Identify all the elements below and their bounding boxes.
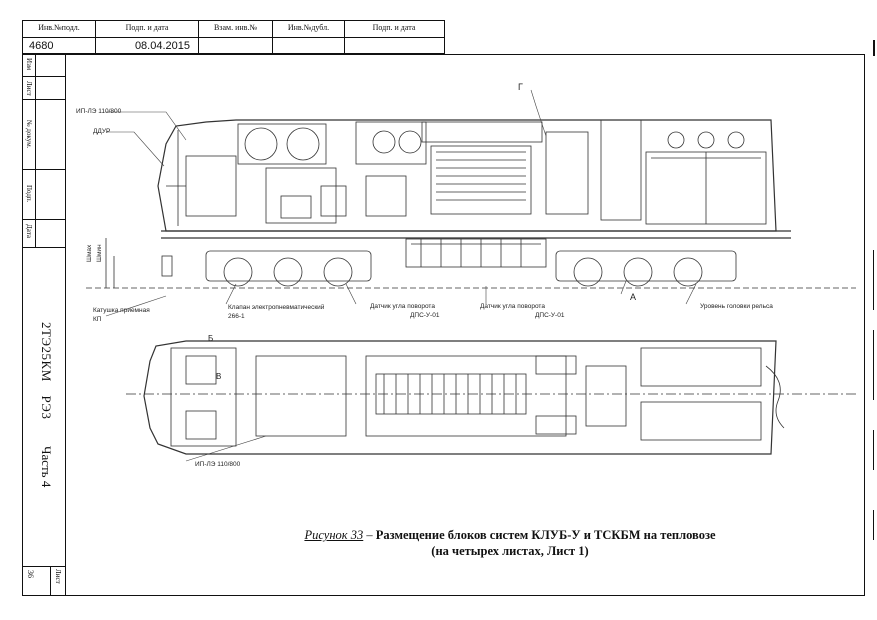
figure-ref: Рисунок 33 [304, 528, 364, 542]
sheet-label: Лист [54, 569, 62, 584]
label-klapan-1: Клапан электропневматический [228, 304, 325, 311]
caption-line-2: (на четырех листах, Лист 1) [431, 544, 589, 558]
label-klapan-2: 266-1 [228, 313, 245, 320]
label-datchik-2a: Датчик угла поворота [480, 303, 545, 310]
caption-line-1: Рисунок 33 – Размещение блоков систем КЛ… [230, 527, 790, 543]
doc-code: 2ТЭ25КМ РЭ3 [39, 322, 54, 420]
stamp-vzam [199, 38, 273, 54]
right-margin-mark [873, 430, 874, 470]
stamp-header-vzam-inv: Взам. инв.№ [199, 21, 273, 37]
right-margin-mark [873, 40, 875, 56]
stamp-header-inv-dubl: Инв.№дубл. [273, 21, 345, 37]
plan-view [126, 340, 856, 455]
label-dim-max: Шмах [86, 244, 93, 262]
stamp-date: 08.04.2015 [96, 38, 199, 54]
label-datchik-2b: ДПС-У-01 [535, 312, 565, 319]
sheet-number: 36 [26, 570, 35, 578]
stamp-table: Инв.№подл. Подп. и дата Взам. инв.№ Инв.… [22, 20, 445, 54]
label-katushka-1: Катушка приемная [93, 307, 150, 314]
label-rail-level: Уровень головки рельса [700, 303, 773, 310]
side-label-data: Дата [25, 224, 33, 238]
stamp-header-podp-data-2: Подп. и дата [372, 23, 416, 32]
label-b: Б [208, 334, 214, 343]
caption-dash: – [363, 528, 376, 542]
doc-part: Часть 4 [39, 446, 54, 488]
stamp-dubl [273, 38, 345, 54]
label-datchik-1b: ДПС-У-01 [410, 312, 440, 319]
caption-title: Размещение блоков систем КЛУБ-У и ТСКБМ … [375, 528, 716, 542]
side-view [86, 119, 856, 289]
stamp-podp [345, 38, 443, 54]
stamp-inv-number: 4680 [23, 38, 96, 54]
label-a: А [630, 292, 637, 302]
label-v: В [216, 372, 222, 381]
figure-caption: Рисунок 33 – Размещение блоков систем КЛ… [230, 527, 790, 559]
right-margin-mark [873, 330, 874, 400]
stamp-header-inv-podl: Инв.№подл. [23, 21, 96, 37]
side-label-ndokum: № докум. [25, 120, 33, 149]
label-g: Г [518, 82, 523, 92]
label-ip-le-top: ИП-ЛЭ 110/800 [76, 108, 122, 115]
label-ip-le-bottom: ИП-ЛЭ 110/800 [195, 461, 241, 468]
label-katushka-2: КП [93, 316, 102, 323]
stamp-header-podp-data: Подп. и дата [96, 21, 199, 37]
side-label-izm: Изм [25, 58, 33, 71]
right-margin-mark [873, 250, 874, 310]
stamp-divider [23, 37, 444, 38]
drawing-frame [22, 54, 865, 596]
side-label-list: Лист [25, 81, 33, 96]
locomotive-drawing [86, 89, 856, 462]
side-label-podp: Подп. [25, 185, 33, 203]
side-column: Изм Лист № докум. Подп. Дата 2ТЭ25КМ РЭ3… [22, 54, 66, 596]
label-dim-min: Шмин [96, 244, 103, 262]
right-margin-mark [873, 510, 874, 540]
label-datchik-1a: Датчик угла поворота [370, 303, 435, 310]
label-ddur: ДДУР [93, 128, 111, 135]
